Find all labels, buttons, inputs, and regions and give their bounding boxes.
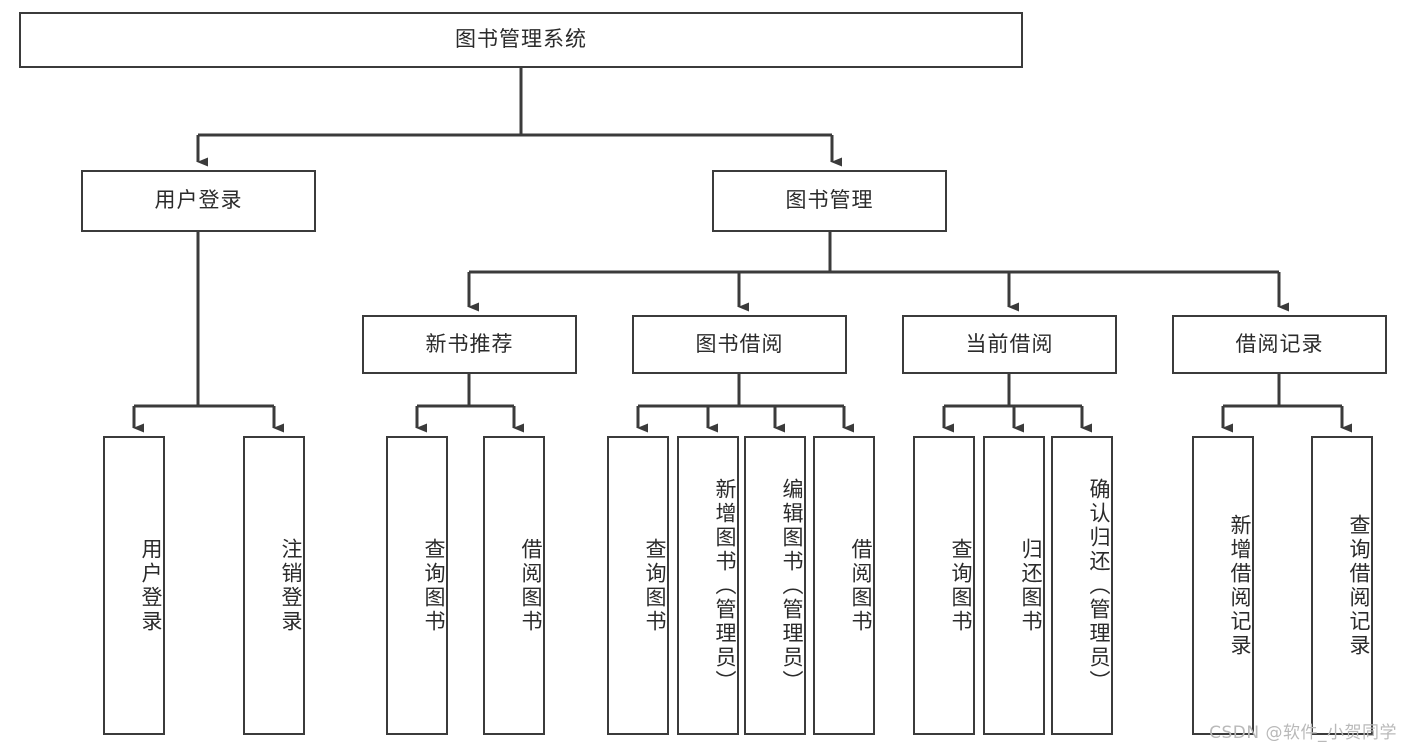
node-book-manage[interactable]: 图书管理 (712, 170, 947, 232)
node-book-manage-label: 图书管理 (785, 188, 874, 213)
node-current-borrow[interactable]: 当前借阅 (902, 315, 1117, 374)
node-current-borrow-label: 当前借阅 (965, 331, 1054, 356)
leaf-add-borrow-record[interactable]: 新增借阅记录 (1192, 436, 1254, 735)
node-new-book-recommend[interactable]: 新书推荐 (362, 315, 577, 374)
leaf-return-book[interactable]: 归还图书 (983, 436, 1045, 735)
leaf-query-borrow-record[interactable]: 查询借阅记录 (1311, 436, 1373, 735)
leaf-query-book-current[interactable]: 查询图书 (913, 436, 975, 735)
leaf-query-borrow-record-label: 查询借阅记录 (1347, 513, 1371, 658)
leaf-return-book-label: 归还图书 (1019, 537, 1043, 634)
node-root-label: 图书管理系统 (455, 27, 587, 52)
leaf-confirm-return[interactable]: 确认归还（管理员） (1051, 436, 1113, 735)
leaf-logout[interactable]: 注销登录 (243, 436, 305, 735)
leaf-query-book-current-label: 查询图书 (949, 537, 973, 634)
node-user-login[interactable]: 用户登录 (81, 170, 316, 232)
leaf-borrow-book[interactable]: 借阅图书 (813, 436, 875, 735)
leaf-user-login[interactable]: 用户登录 (103, 436, 165, 735)
leaf-query-book-borrow-label: 查询图书 (643, 537, 667, 634)
node-user-login-label: 用户登录 (154, 188, 243, 213)
node-root[interactable]: 图书管理系统 (19, 12, 1023, 68)
node-book-borrow[interactable]: 图书借阅 (632, 315, 847, 374)
leaf-add-book[interactable]: 新增图书（管理员） (677, 436, 739, 735)
node-borrow-record-label: 借阅记录 (1235, 331, 1324, 356)
leaf-add-borrow-record-label: 新增借阅记录 (1228, 513, 1252, 658)
node-borrow-record[interactable]: 借阅记录 (1172, 315, 1387, 374)
leaf-borrow-book-recommend-label: 借阅图书 (519, 537, 543, 634)
leaf-add-book-label: 新增图书（管理员） (713, 477, 737, 694)
leaf-query-book-recommend[interactable]: 查询图书 (386, 436, 448, 735)
leaf-user-login-label: 用户登录 (139, 537, 163, 634)
leaf-logout-label: 注销登录 (279, 537, 303, 634)
leaf-edit-book-label: 编辑图书（管理员） (780, 477, 804, 694)
leaf-borrow-book-label: 借阅图书 (849, 537, 873, 634)
node-book-borrow-label: 图书借阅 (695, 331, 784, 356)
leaf-borrow-book-recommend[interactable]: 借阅图书 (483, 436, 545, 735)
leaf-query-book-borrow[interactable]: 查询图书 (607, 436, 669, 735)
leaf-confirm-return-label: 确认归还（管理员） (1087, 477, 1111, 694)
node-new-book-recommend-label: 新书推荐 (425, 331, 514, 356)
leaf-query-book-recommend-label: 查询图书 (422, 537, 446, 634)
leaf-edit-book[interactable]: 编辑图书（管理员） (744, 436, 806, 735)
